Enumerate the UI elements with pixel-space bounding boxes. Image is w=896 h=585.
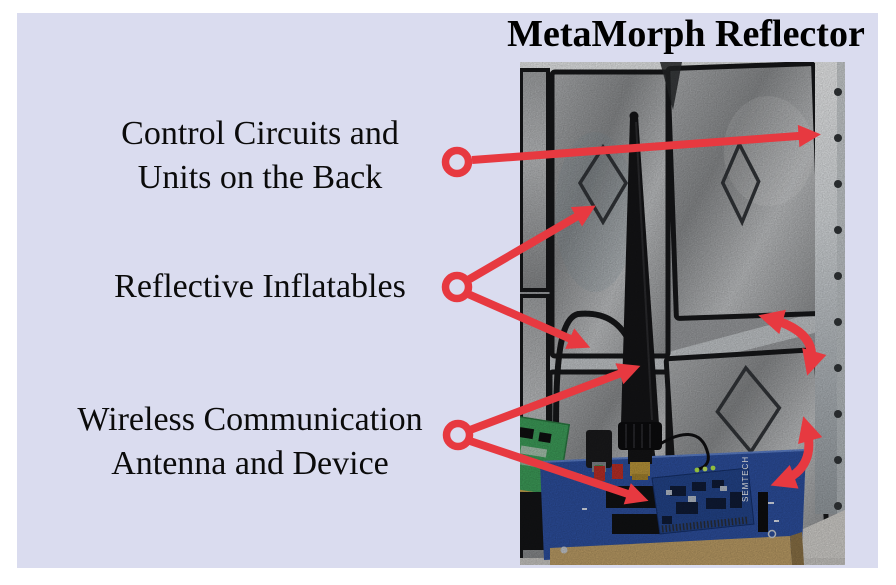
prototype-photo: SEMTECH [520,62,845,565]
photo-grain [520,62,845,565]
label-control-circuits: Control Circuits and Units on the Back [40,112,480,200]
figure-title: MetaMorph Reflector [507,13,865,55]
label-wireless-communication: Wireless Communication Antenna and Devic… [20,398,480,486]
label-control-line1: Control Circuits and [121,115,399,152]
label-inflatables-line1: Reflective Inflatables [114,268,406,305]
label-reflective-inflatables: Reflective Inflatables [40,265,480,309]
label-control-line2: Units on the Back [137,159,383,196]
label-wireless-line2: Antenna and Device [111,445,389,482]
label-wireless-line1: Wireless Communication [77,401,423,438]
